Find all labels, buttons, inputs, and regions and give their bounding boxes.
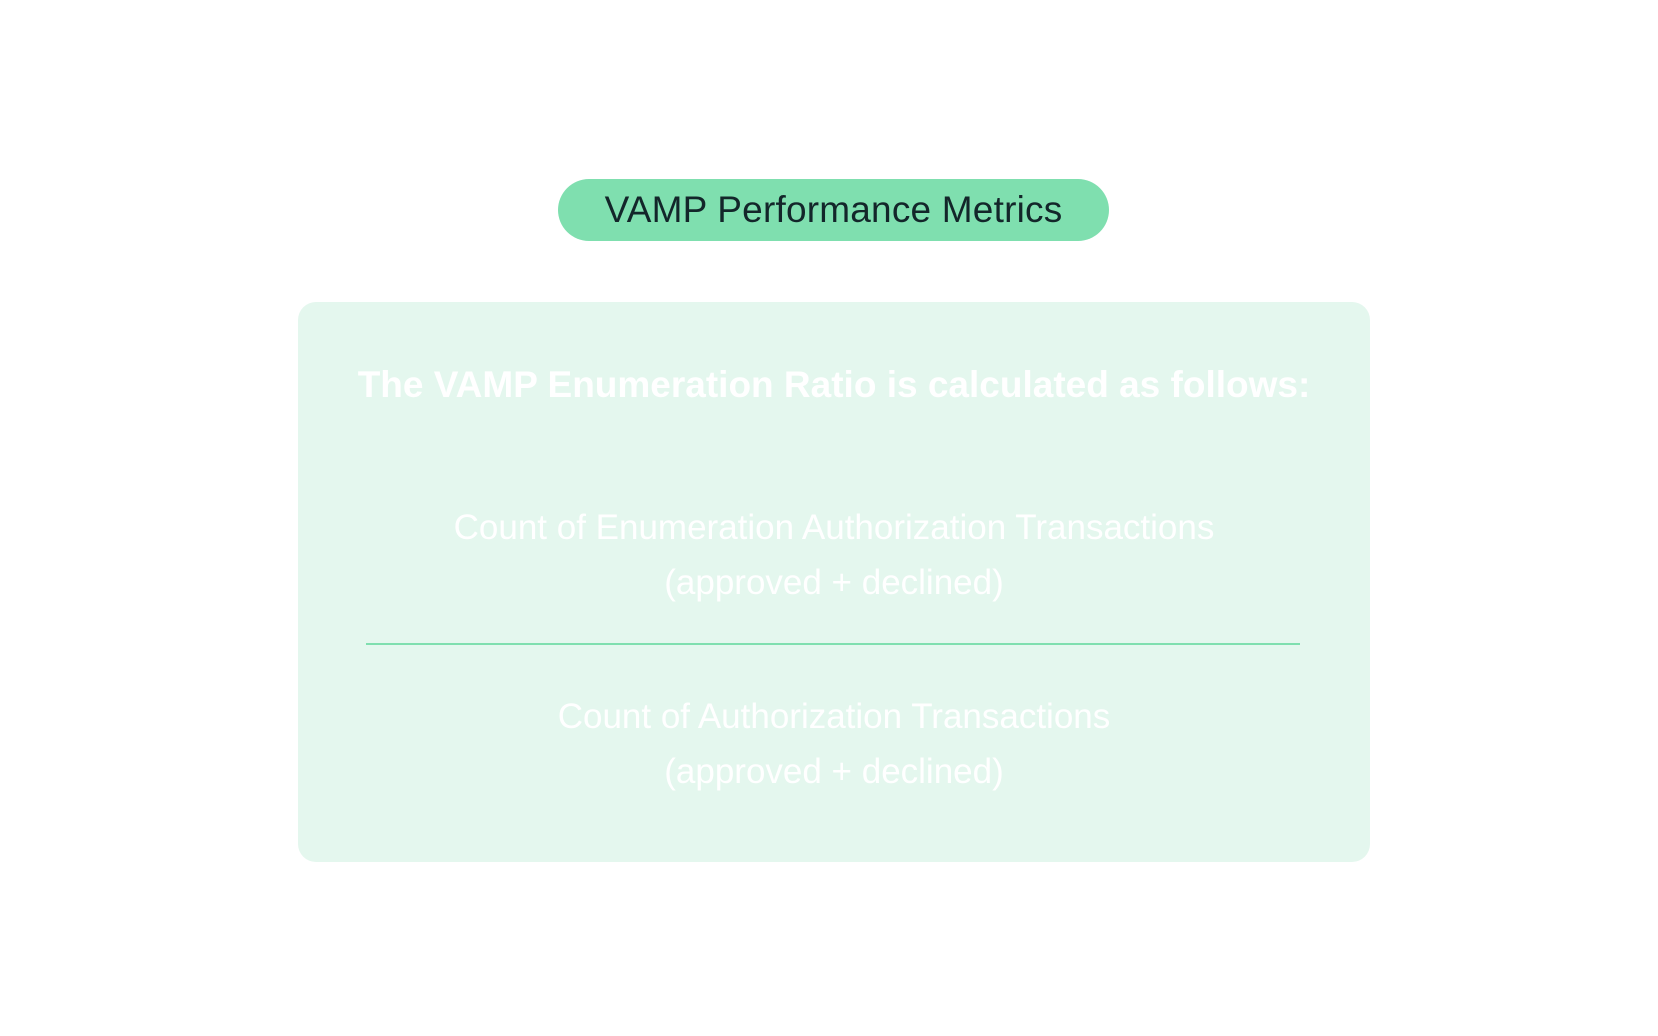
numerator-line-2: (approved + declined) (664, 563, 1004, 602)
formula-title: The VAMP Enumeration Ratio is calculated… (357, 364, 1311, 405)
metrics-pill-badge: VAMP Performance Metrics (558, 179, 1109, 241)
fraction-divider (366, 643, 1300, 645)
formula-denominator: Count of Authorization Transactions (app… (298, 689, 1370, 799)
denominator-line-2: (approved + declined) (664, 752, 1004, 791)
formula-numerator: Count of Enumeration Authorization Trans… (298, 500, 1370, 610)
metrics-pill-label: VAMP Performance Metrics (604, 189, 1063, 230)
numerator-line-1: Count of Enumeration Authorization Trans… (453, 508, 1215, 547)
formula-card: The VAMP Enumeration Ratio is calculated… (298, 302, 1370, 862)
denominator-line-1: Count of Authorization Transactions (557, 697, 1111, 736)
